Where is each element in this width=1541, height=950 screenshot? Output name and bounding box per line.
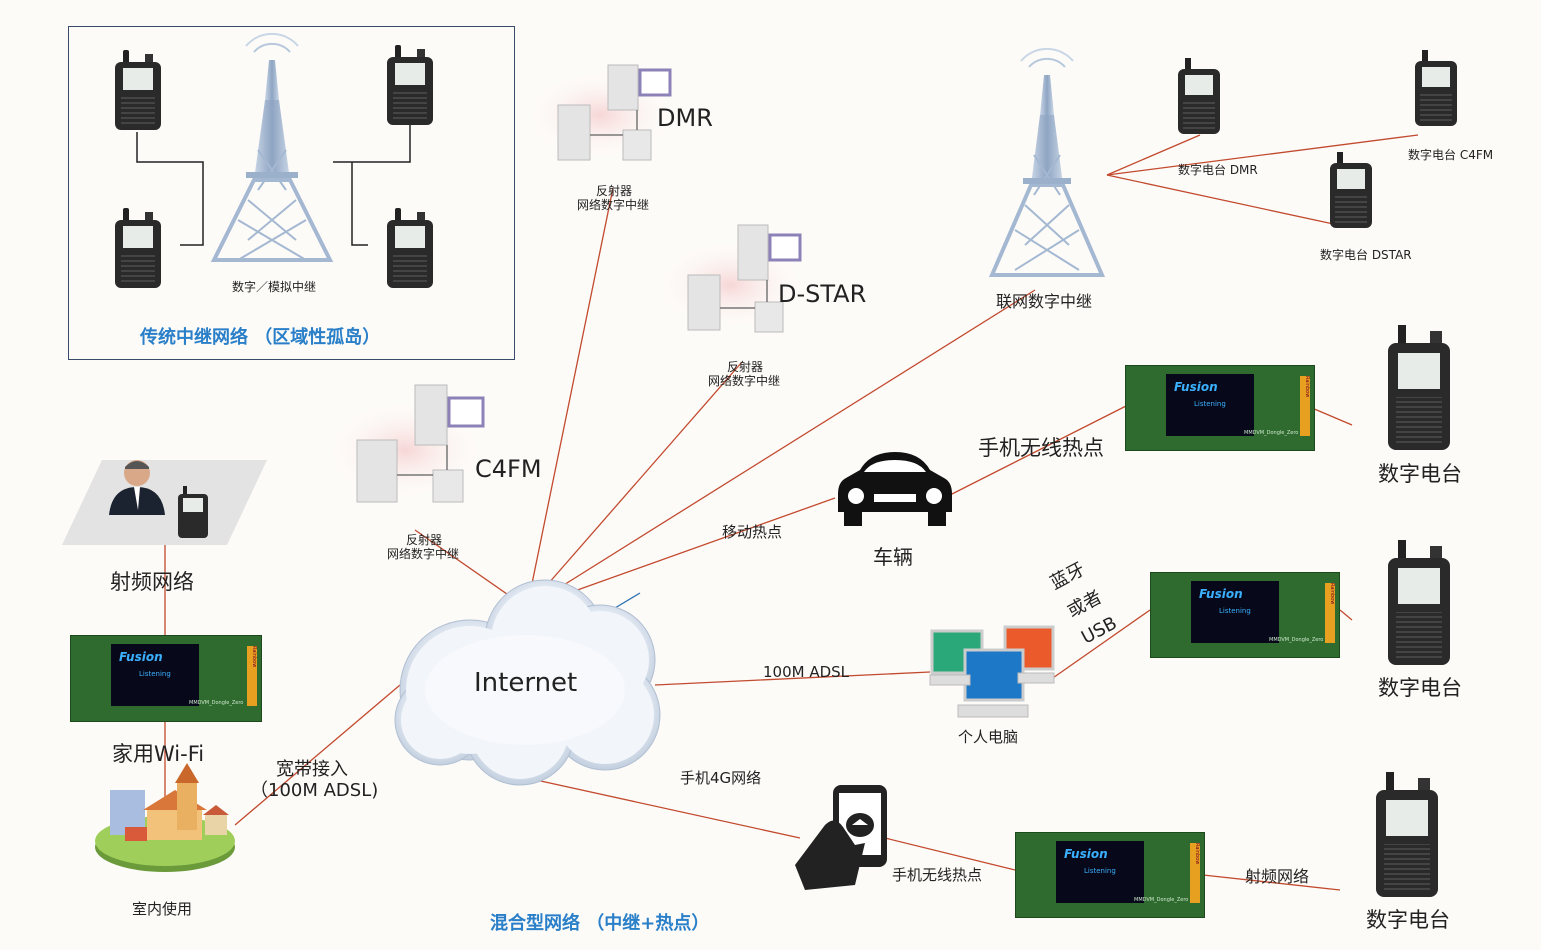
internet-label: Internet (474, 668, 578, 698)
traditional-network-box (68, 26, 515, 360)
hotspot-board-phone: Fusion Listening MMDVM_Dongle_Zero Rainb… (1015, 832, 1205, 918)
c4fm-caption-2: 网络数字中继 (387, 547, 460, 561)
radio-handheld-tr (387, 45, 433, 125)
radio-handheld-bl (115, 208, 161, 288)
adsl-label: 100M ADSL (763, 663, 850, 681)
radio-1-label: 数字电台 (1378, 462, 1462, 486)
line-internet-dstar (526, 361, 743, 609)
hotspot-model: MMDVM_Dongle_Zero (1134, 897, 1189, 903)
tower-traditional (210, 32, 334, 262)
radio-dstar-label: 数字电台 DSTAR (1320, 248, 1412, 262)
indoor-house-icon (95, 763, 235, 872)
rf-person-icon (62, 460, 267, 545)
line-relay-c4fm (1106, 134, 1419, 176)
hotspot-board-pc: Fusion Listening MMDVM_Dongle_Zero Rainb… (1150, 572, 1340, 658)
hotspot-brand: Fusion (1174, 380, 1218, 394)
mobile-hotspot-label: 移动热点 (722, 523, 783, 541)
line-internet-indoor (234, 684, 401, 826)
dstar-caption-1: 反射器 (727, 360, 764, 374)
rf-network-label: 射频网络 (110, 570, 194, 594)
radio-3-label: 数字电台 (1366, 908, 1450, 932)
line-vehicle-hotspot (949, 404, 1129, 496)
dmr-caption-1: 反射器 (596, 184, 633, 198)
dstar-name: D-STAR (778, 280, 867, 308)
broadband-label-1: 宽带接入 (276, 759, 348, 780)
connector-radio-tl (136, 132, 204, 246)
hotspot-model: MMDVM_Dongle_Zero (1269, 637, 1324, 643)
reflector-c4fm-graphic (325, 384, 485, 503)
pc-label: 个人电脑 (958, 728, 1019, 746)
hotspot-side: Rainbow (1190, 843, 1200, 903)
hotspot-board-home: Fusion Listening MMDVM_Dongle_Zero Rainb… (70, 635, 262, 722)
line-internet-dmr (526, 187, 614, 609)
dmr-caption-2: 网络数字中继 (577, 198, 650, 212)
hotspot-board-vehicle: Fusion Listening MMDVM_Dongle_Zero Rainb… (1125, 365, 1315, 451)
dstar-caption-2: 网络数字中继 (708, 374, 781, 388)
line-relay-dstar (1106, 174, 1339, 226)
internet-cloud (394, 579, 661, 786)
hotspot-status: Listening (1219, 607, 1251, 615)
rf-network-bottom-label: 射频网络 (1245, 867, 1310, 886)
radio-2-label: 数字电台 (1378, 676, 1462, 700)
connector-radio-tr (333, 125, 411, 163)
broadband-label-2: （100M ADSL) (250, 780, 379, 801)
radio-handheld-rf-person (178, 486, 208, 538)
reflector-dmr-graphic (525, 64, 675, 161)
pc-icon (929, 625, 1055, 718)
line-internet-relay (526, 289, 1036, 609)
line-hotspot-radio2 (1339, 609, 1353, 621)
tower-networked (988, 47, 1106, 277)
hotspot-brand: Fusion (1199, 587, 1243, 601)
radio-handheld-dmr (1178, 58, 1220, 134)
hotspot-brand: Fusion (1064, 847, 1108, 861)
line-phone-hotspot (884, 837, 1016, 871)
hotspot-status: Listening (1084, 867, 1116, 875)
traditional-network-title: 传统中继网络 （区域性孤岛） (140, 327, 381, 348)
radio-handheld-large-2 (1388, 540, 1450, 665)
phone-hotspot-bottom-label: 手机无线热点 (892, 866, 983, 884)
relay-label: 数字／模拟中继 (232, 280, 317, 294)
dmr-name: DMR (657, 104, 713, 132)
indoor-label: 室内使用 (132, 900, 193, 918)
line-relay-dmr (1106, 134, 1201, 176)
line-hotspot-radio1 (1311, 407, 1353, 426)
vehicle-icon (838, 452, 952, 526)
hotspot-model: MMDVM_Dongle_Zero (189, 700, 244, 706)
radio-handheld-c4fm (1415, 50, 1457, 126)
line-internet-phone (526, 777, 801, 839)
hotspot-model: MMDVM_Dongle_Zero (1244, 430, 1299, 436)
reflector-dstar-graphic (655, 224, 805, 333)
connector-radio-br (351, 162, 368, 246)
radio-handheld-dstar (1330, 152, 1372, 228)
hotspot-side: Rainbow (1325, 583, 1335, 643)
hotspot-side: Rainbow (247, 646, 257, 706)
hybrid-network-title: 混合型网络 （中继+热点） (490, 913, 710, 934)
hotspot-status: Listening (1194, 400, 1226, 408)
radio-handheld-br (387, 208, 433, 288)
radio-c4fm-label: 数字电台 C4FM (1408, 148, 1494, 162)
c4fm-caption-1: 反射器 (406, 533, 443, 547)
hotspot-status: Listening (139, 670, 171, 678)
c4fm-name: C4FM (475, 455, 542, 483)
phone-hand-icon (795, 785, 887, 890)
home-wifi-label: 家用Wi-Fi (112, 742, 205, 766)
hotspot-side: Rainbow (1300, 376, 1310, 436)
line-pc-hotspot (1049, 609, 1151, 681)
networked-relay-label: 联网数字中继 (996, 292, 1093, 311)
line-hotspot-radio3 (1202, 874, 1341, 891)
radio-handheld-tl (115, 50, 161, 130)
mobile-4g-label: 手机4G网络 (680, 769, 762, 787)
radio-handheld-large-3 (1376, 772, 1438, 897)
phone-hotspot-top-label: 手机无线热点 (978, 436, 1104, 460)
radio-dmr-label: 数字电台 DMR (1178, 163, 1258, 177)
line-internet-blue (614, 592, 641, 609)
line-internet-pc (654, 671, 931, 686)
radio-handheld-large-1 (1388, 325, 1450, 450)
hotspot-brand: Fusion (119, 650, 163, 664)
vehicle-label: 车辆 (873, 545, 913, 569)
